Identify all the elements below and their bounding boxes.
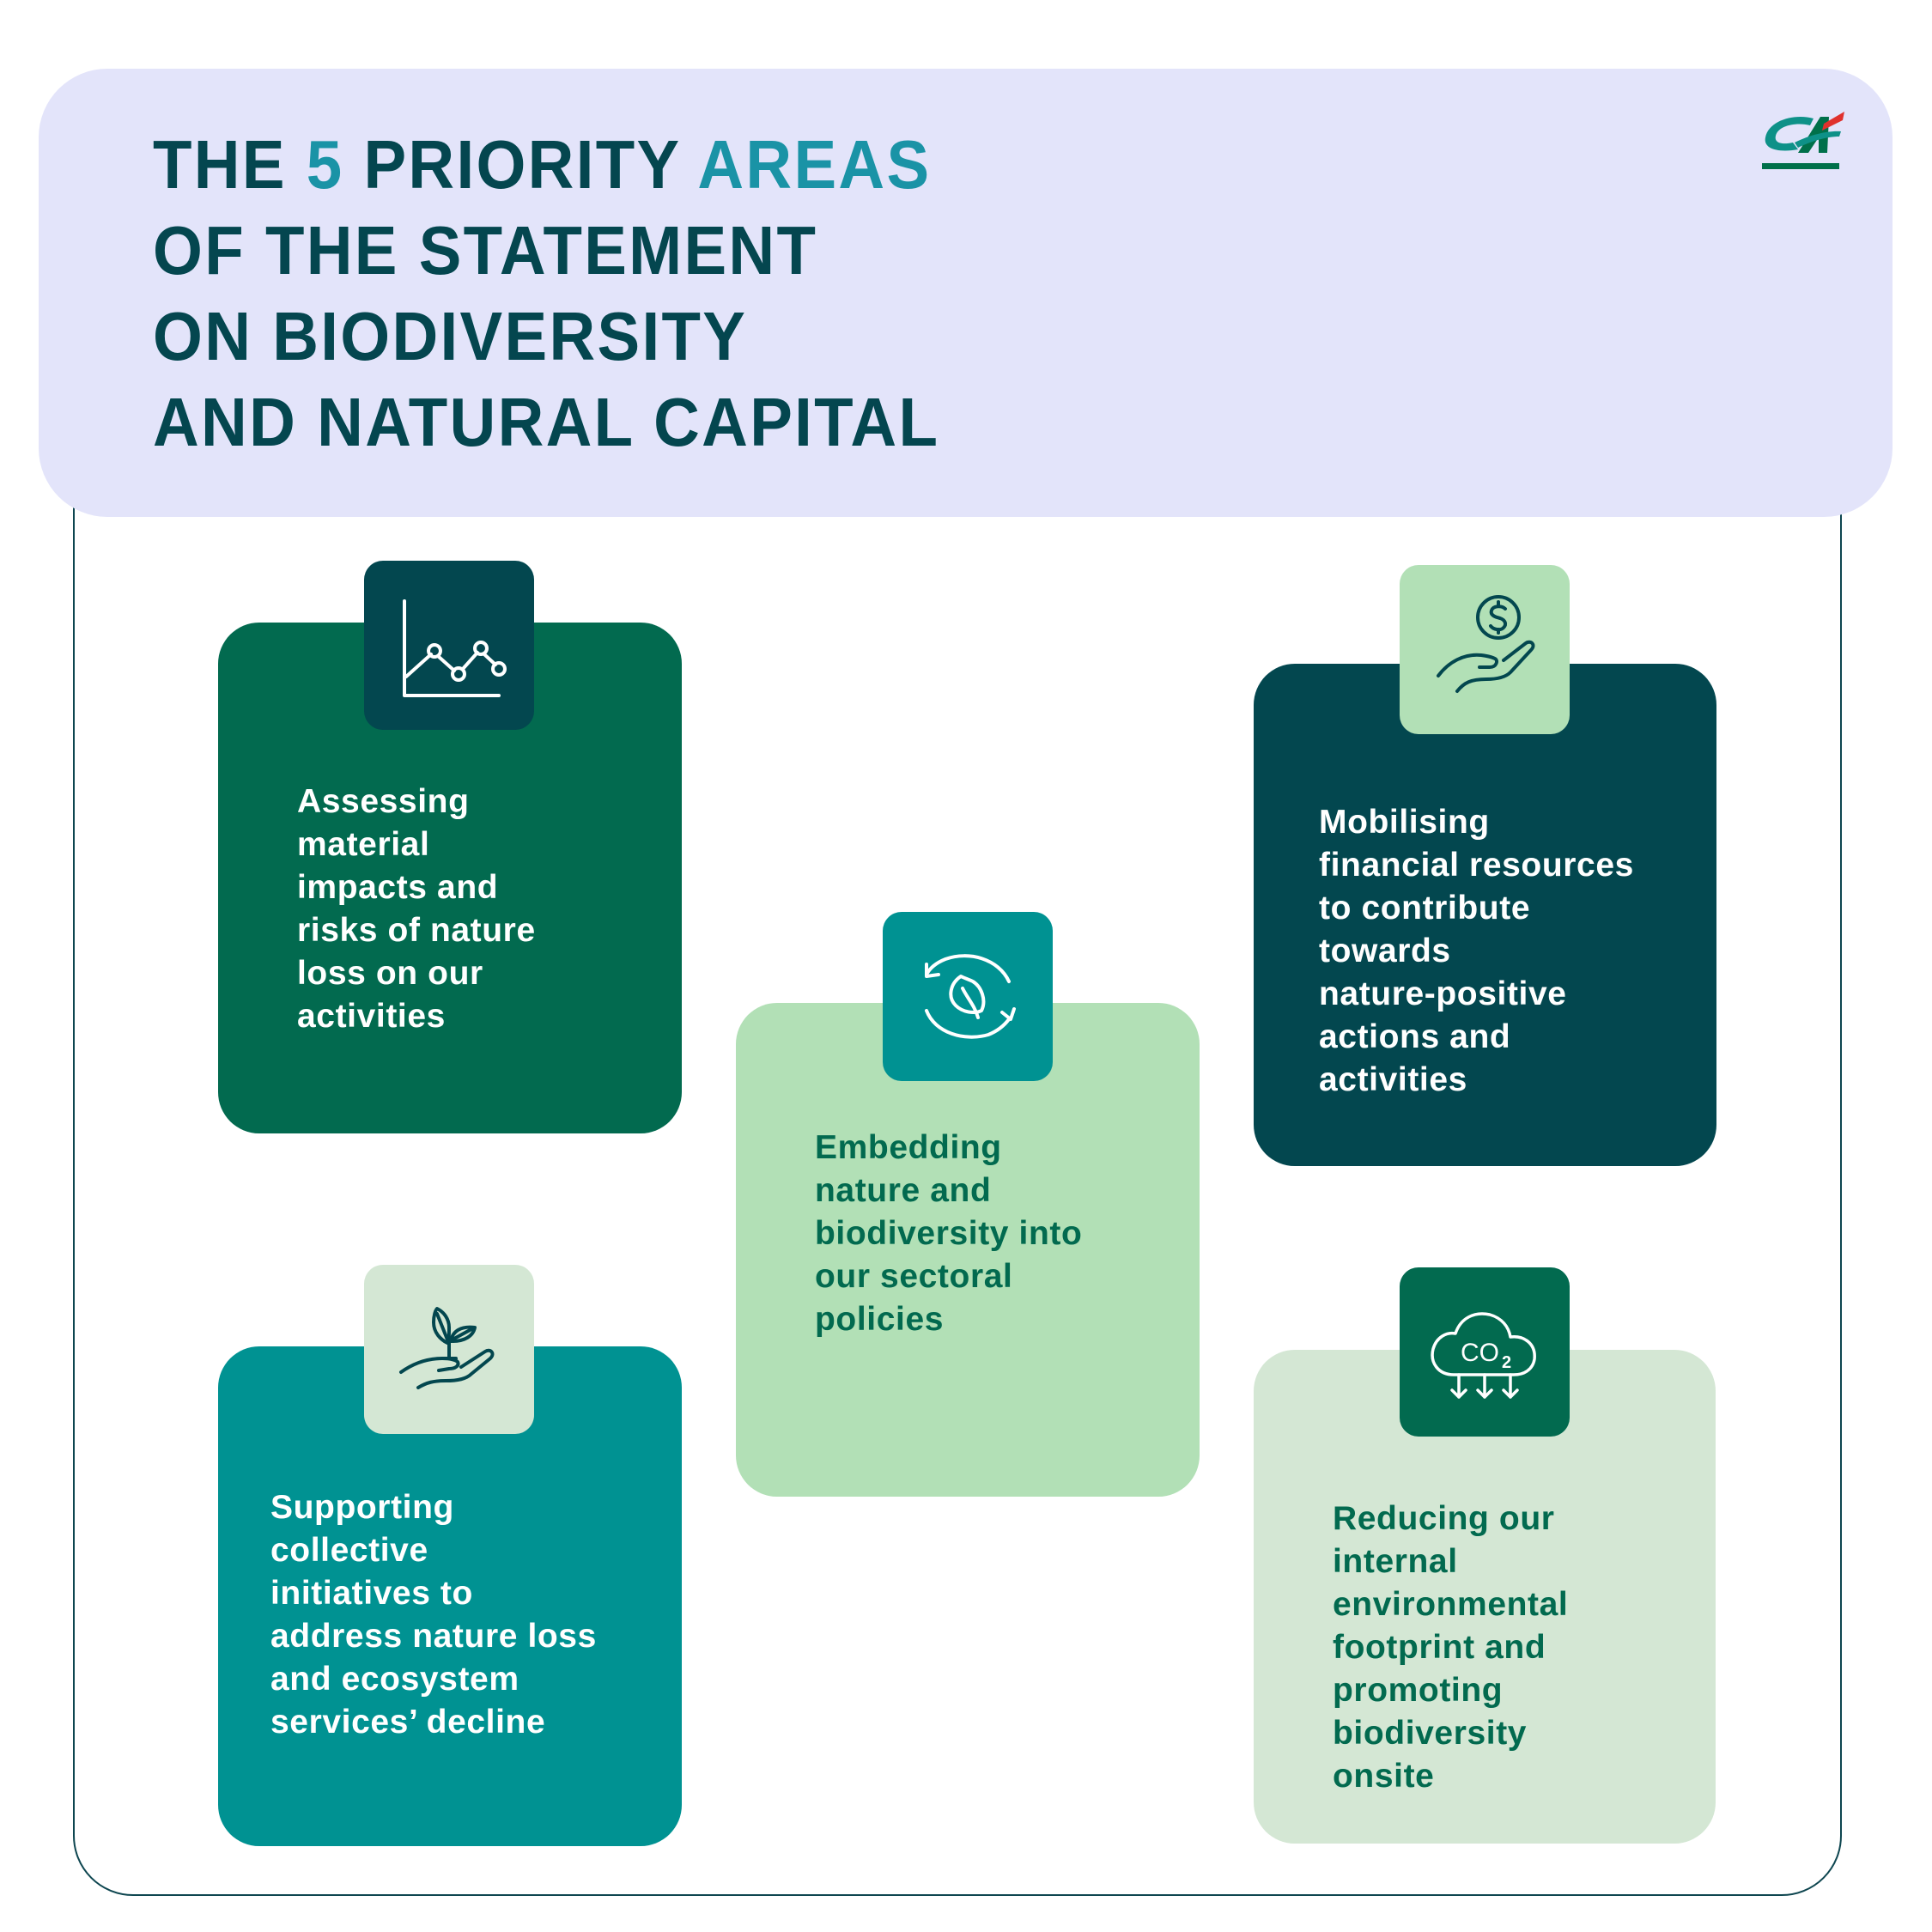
card-text: Embedding nature and biodiversity into o… [815,1129,1083,1338]
priority-card-embedding: Embedding nature and biodiversity into o… [736,1003,1200,1497]
co2-label: CO [1461,1339,1499,1367]
title-text: PRIORITY [343,126,698,203]
card-text: Assessing material impacts and risks of … [297,783,536,1035]
title-line-3: ON BIODIVERSITY [153,298,748,374]
card-text: Reducing our internal environmental foot… [1333,1500,1569,1795]
title-line-1: THE 5 PRIORITY AREAS [153,126,931,203]
icon-box-embedding [883,912,1053,1081]
title-number-highlight: 5 [306,126,344,203]
card-text: Mobilising financial resources to contri… [1319,804,1634,1098]
leaf-cycle-icon [925,953,1016,1039]
credit-agricole-logo-icon [1760,108,1846,175]
title-areas-highlight: AREAS [697,126,932,203]
line-chart-icon [403,598,507,697]
header-panel [39,69,1893,517]
co2-subscript: 2 [1502,1353,1511,1372]
title-text: THE [153,126,307,203]
icon-box-supporting [364,1265,534,1434]
co2-cloud-icon: CO 2 [1431,1311,1536,1399]
icon-box-assessing [364,561,534,730]
icon-box-mobilising [1400,565,1570,734]
title-line-2: OF THE STATEMENT [153,212,818,289]
hand-dollar-icon [1437,594,1535,693]
title-line-4: AND NATURAL CAPITAL [153,384,940,460]
page-title: THE 5 PRIORITY AREAS OF THE STATEMENT ON… [153,122,939,465]
icon-box-reducing: CO 2 [1400,1267,1570,1437]
priority-card-mobilising: Mobilising financial resources to contri… [1254,664,1716,1166]
hand-sprout-icon [399,1306,495,1389]
card-text: Supporting collective initiatives to add… [270,1489,597,1741]
